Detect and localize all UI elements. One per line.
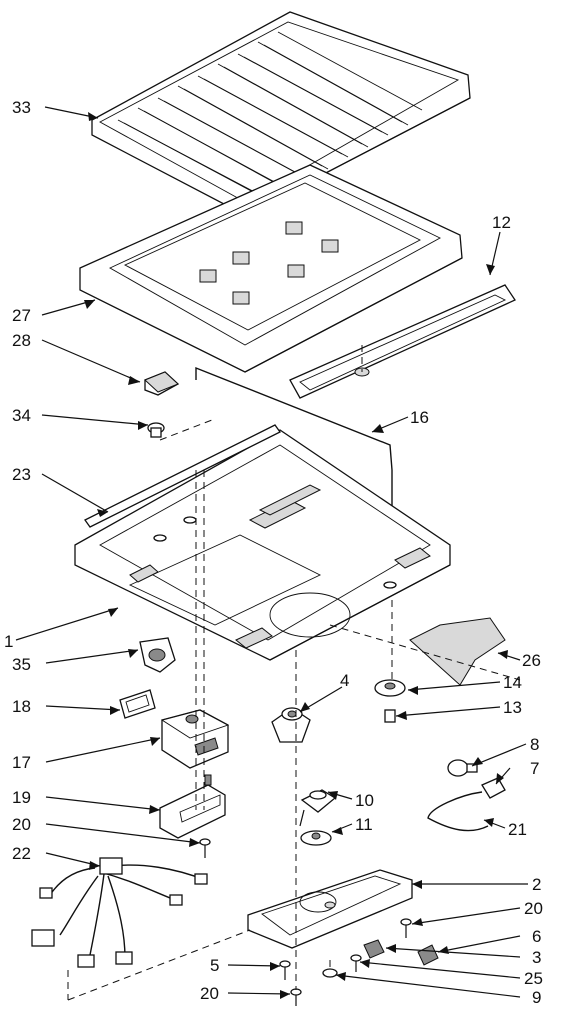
callout-1: 1 <box>4 632 13 651</box>
callout-20-right: 20 <box>524 899 543 918</box>
part-2-bottom-cover <box>247 869 413 949</box>
callout-13: 13 <box>503 698 522 717</box>
part-35-lamp-socket <box>139 637 176 673</box>
part-20-screw-left <box>199 838 211 858</box>
part-5-screw <box>279 960 291 980</box>
part-10-thermostat <box>299 789 337 827</box>
part-27-cover <box>79 164 463 373</box>
callout-2: 2 <box>532 875 541 894</box>
part-8-bulb <box>447 759 478 777</box>
callout-27: 27 <box>12 306 31 325</box>
callout-4: 4 <box>340 671 349 690</box>
callout-34: 34 <box>12 406 31 425</box>
callout-16: 16 <box>410 408 429 427</box>
part-18-lens <box>119 689 156 719</box>
callout-19: 19 <box>12 788 31 807</box>
callout-11: 11 <box>355 815 373 834</box>
callout-35: 35 <box>12 655 31 674</box>
callout-labels: 33 12 27 28 34 16 23 1 26 4 14 13 35 18 … <box>4 98 543 1007</box>
part-25-screw <box>350 954 362 972</box>
part-14-grommet <box>374 679 406 697</box>
part-21-harness <box>427 791 489 832</box>
callout-18: 18 <box>12 697 31 716</box>
arrowheads <box>84 112 508 999</box>
part-33-grille <box>91 11 471 216</box>
part-25-nut <box>322 968 338 978</box>
callout-6: 6 <box>532 927 541 946</box>
part-20-screw-right <box>400 918 412 938</box>
callout-8: 8 <box>530 735 539 754</box>
callout-7: 7 <box>530 759 539 778</box>
callout-14: 14 <box>503 673 522 692</box>
callout-9: 9 <box>532 988 541 1007</box>
part-19-control <box>159 774 226 839</box>
callout-20-bottom: 20 <box>200 984 219 1003</box>
part-6-switch <box>417 944 439 966</box>
part-23-tray <box>74 424 451 661</box>
assembly-lines <box>67 345 521 1001</box>
callout-5: 5 <box>210 956 219 975</box>
part-22-wiring-harness <box>31 857 208 968</box>
part-28-block <box>144 371 180 396</box>
callout-10: 10 <box>355 791 374 810</box>
callout-20-left: 20 <box>12 815 31 834</box>
callout-12: 12 <box>492 213 511 232</box>
callout-17: 17 <box>12 753 31 772</box>
part-3-plug <box>363 939 385 959</box>
callout-33: 33 <box>12 98 31 117</box>
part-34-grommet <box>147 422 165 438</box>
part-11-knob <box>300 830 332 846</box>
part-12-rail <box>289 284 516 399</box>
part-20-screw-bottom <box>290 988 302 1006</box>
callout-25: 25 <box>524 969 543 988</box>
callout-22: 22 <box>12 844 31 863</box>
part-17-housing <box>160 709 230 769</box>
callout-28: 28 <box>12 331 31 350</box>
part-13-screw <box>384 709 396 723</box>
part-7-socket <box>481 777 506 799</box>
callout-23: 23 <box>12 465 31 484</box>
part-26-pad <box>409 617 506 686</box>
callout-21: 21 <box>508 820 527 839</box>
callout-26: 26 <box>522 651 541 670</box>
part-4-switch <box>271 707 311 743</box>
callout-3: 3 <box>532 948 541 967</box>
